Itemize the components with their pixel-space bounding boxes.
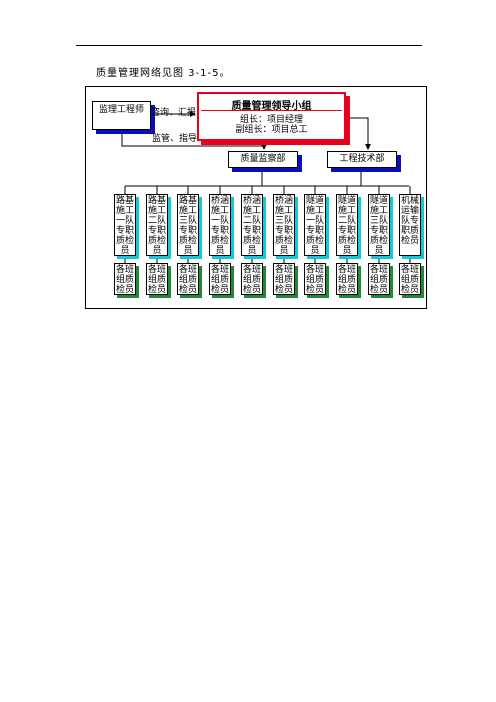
supervisor-box: 监理工程师 [92,101,151,130]
team-8-crew-inspector-box: 各班组质检员 [336,263,358,295]
org-chart-frame [85,86,427,309]
leadership-group-box: 质量管理领导小组 组长：项目经理 副组长：项目总工 [197,92,346,141]
engineering-department-box: 工程技术部 [327,151,397,168]
team-6-inspector-box: 桥涵施工三队专职质检员 [273,194,295,256]
team-2-crew-inspector-box: 各班组质检员 [146,263,168,295]
intro-text: 质量管理网络见图 3-1-5。 [96,68,231,79]
team-5-crew-inspector-box: 各班组质检员 [241,263,263,295]
supervise-guide-label: 监管、指导 [152,134,198,144]
team-9-inspector-box: 隧道施工三队专职质检员 [368,194,390,256]
leadership-members: 组长：项目经理 副组长：项目总工 [199,115,344,135]
qc-department-box: 质量监察部 [228,151,298,168]
team-9-crew-inspector-box: 各班组质检员 [368,263,390,295]
team-7-inspector-box: 隧道施工一队专职质检员 [304,194,326,256]
team-8-inspector-box: 隧道施工二队专职质检员 [336,194,358,256]
team-6-crew-inspector-box: 各班组质检员 [273,263,295,295]
team-7-crew-inspector-box: 各班组质检员 [304,263,326,295]
team-10-crew-inspector-box: 各班组质检员 [399,263,421,295]
deputy-group-leader: 副组长：项目总工 [235,125,308,135]
team-1-crew-inspector-box: 各班组质检员 [114,263,136,295]
team-1-inspector-box: 路基施工一队专职质检员 [114,194,136,256]
leadership-group-title: 质量管理领导小组 [231,101,312,112]
team-3-crew-inspector-box: 各班组质检员 [177,263,199,295]
team-10-inspector-box: 机械运输队专职质检员 [399,194,421,256]
header-rule [76,45,422,46]
group-leader: 组长：项目经理 [239,115,303,125]
team-drop-lines [124,186,411,194]
consult-report-label: 咨询、汇报 [151,108,197,118]
leadership-divider [201,110,342,111]
team-5-inspector-box: 桥涵施工二队专职质检员 [241,194,263,256]
team-3-inspector-box: 路基施工三队专职质检员 [177,194,199,256]
team-2-inspector-box: 路基施工二队专职质检员 [146,194,168,256]
inspector-drop-lines [124,256,411,263]
team-4-crew-inspector-box: 各班组质检员 [209,263,231,295]
team-4-inspector-box: 桥涵施工一队专职质检员 [209,194,231,256]
